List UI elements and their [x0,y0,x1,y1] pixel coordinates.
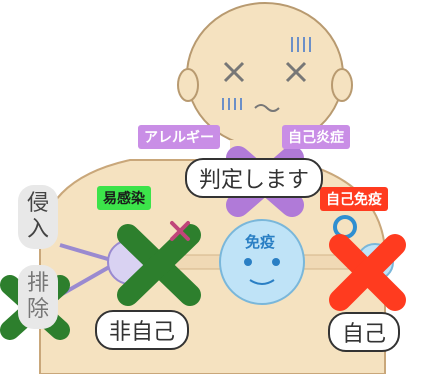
cell-eye-right [272,258,280,266]
cell-smile [249,279,275,285]
infection-label: 易感染 [97,186,151,210]
invade-label: 侵入 [18,185,58,249]
sick-lines-icon [222,37,311,110]
right-ear [331,68,353,102]
self-bubble: 自己 [328,312,401,352]
cell-eye-left [244,258,252,266]
autoimmune-cross-icon [329,234,406,311]
immune-cell [219,219,305,305]
autoimmune-label: 自己免疫 [320,187,388,211]
judge-bubble: 判定します [185,158,324,198]
infection-cross-icon [117,224,201,306]
immune-label: 免疫 [245,233,276,251]
autoinflammation-label: 自己炎症 [282,125,350,149]
mouth [254,104,280,112]
small-x-icon [170,221,190,241]
left-ear [177,68,199,102]
nonself-bubble: 非自己 [95,310,190,350]
exclude-label: 排除 [18,265,58,329]
eyes [223,61,307,83]
allergy-label: アレルギー [138,125,220,149]
